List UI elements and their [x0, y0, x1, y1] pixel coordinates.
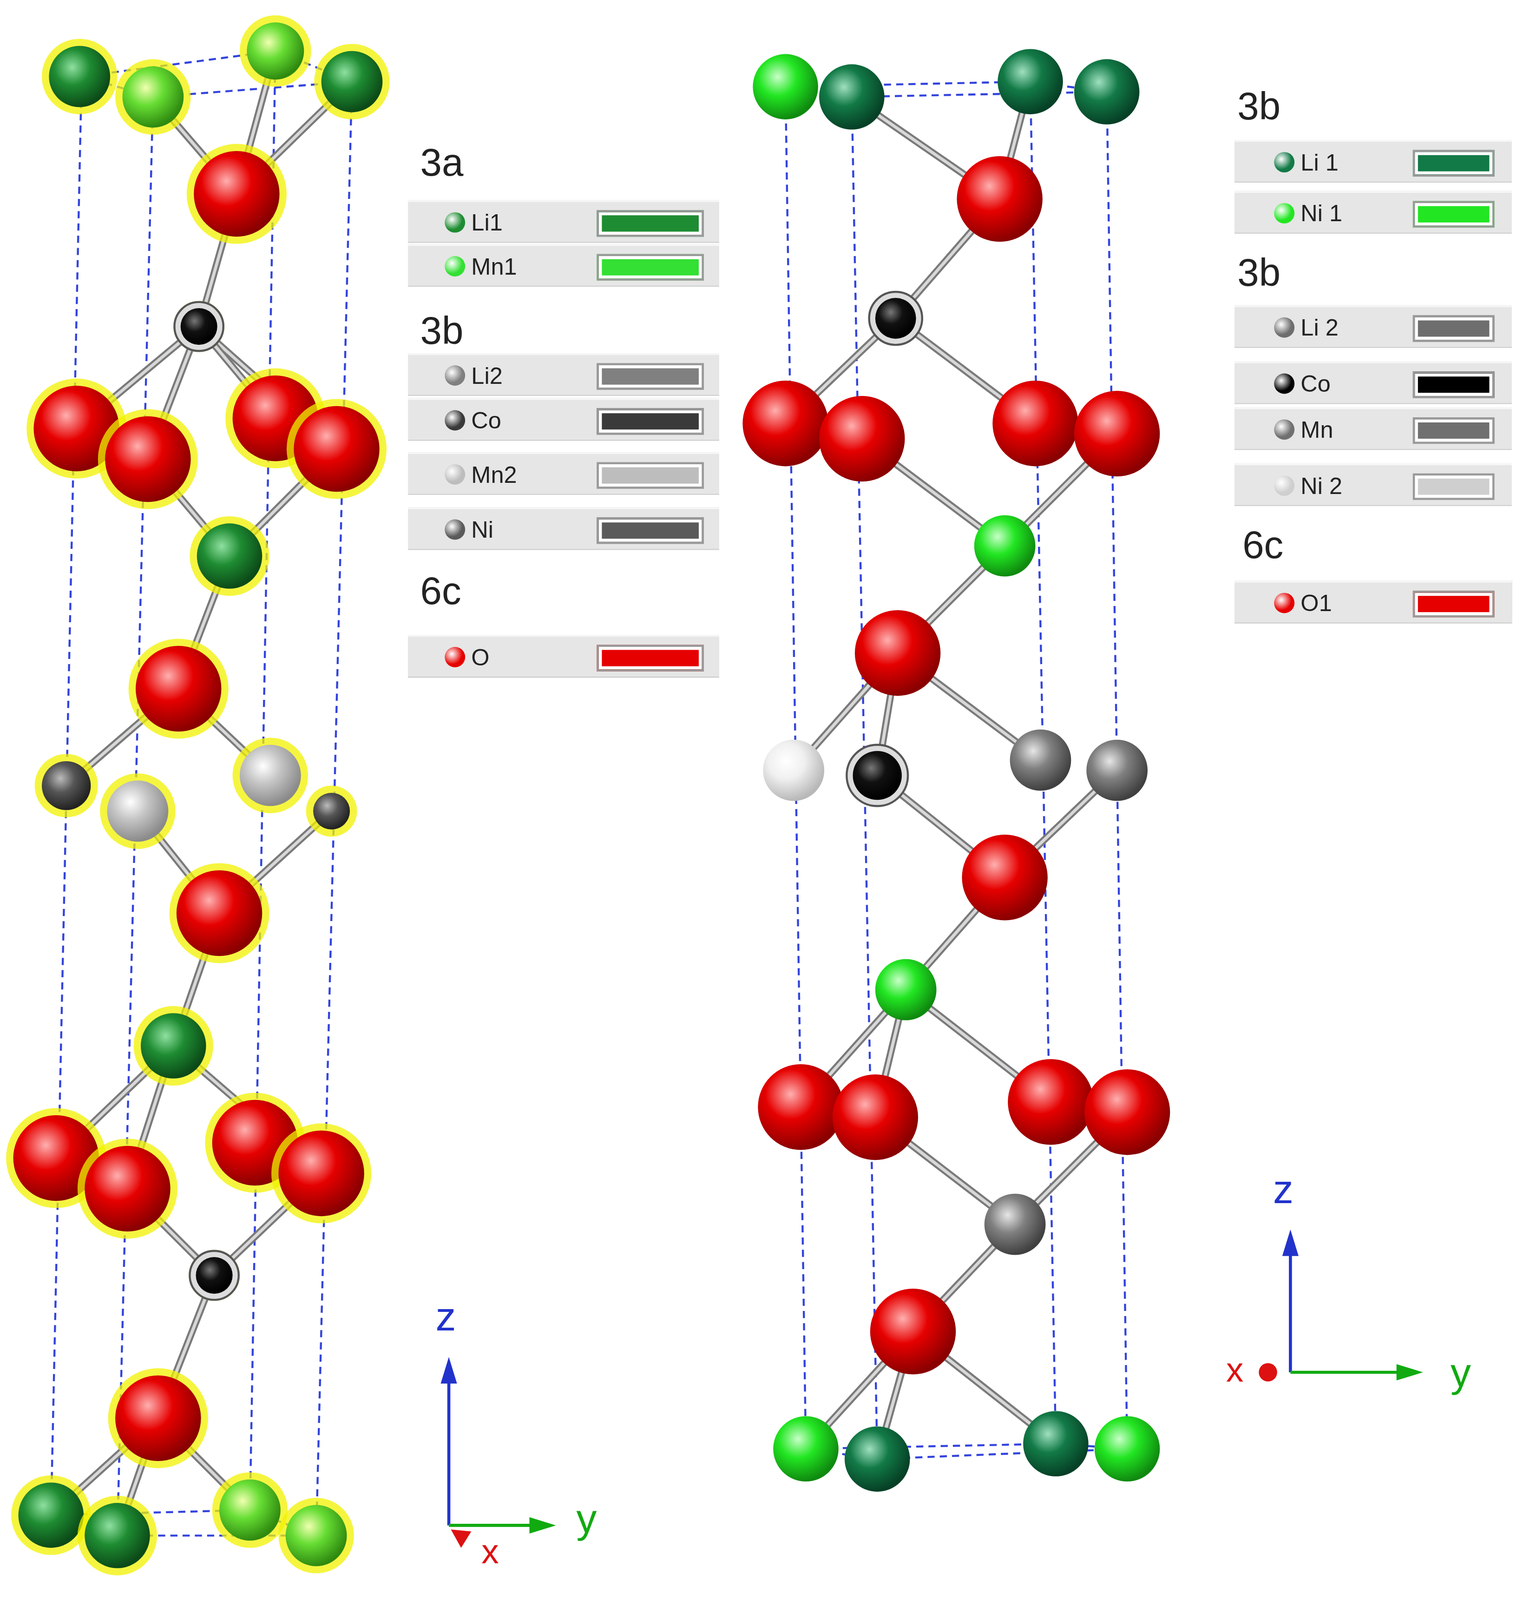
- axis-triad: [440, 1229, 1423, 1548]
- legend-dot: [1273, 373, 1295, 394]
- legend-row: Co: [407, 397, 720, 441]
- legend-dot: [1273, 203, 1295, 224]
- legend-text: Li1: [471, 210, 503, 235]
- legend-text: O: [471, 645, 490, 670]
- legend-swatch: [1412, 473, 1495, 500]
- legend-swatch: [596, 644, 704, 672]
- wyckoff-label: 3b: [420, 311, 464, 350]
- legend-swatch: [596, 462, 704, 489]
- legend-swatch: [1412, 315, 1495, 342]
- legend-dot: [1273, 419, 1295, 440]
- unit-cell: [51, 51, 1128, 1536]
- legend-text: Mn: [1300, 418, 1333, 442]
- legend-dot: [444, 365, 466, 386]
- legend-row: O1: [1234, 580, 1512, 624]
- legend-text: Ni 1: [1300, 202, 1343, 226]
- legend-swatch: [1412, 590, 1495, 618]
- legend-row: Mn: [1234, 407, 1512, 450]
- bond: [51, 51, 1128, 1536]
- legend-text: Mn1: [471, 255, 517, 279]
- legend-dot: [444, 646, 466, 668]
- legend-row: Mn1: [407, 243, 720, 287]
- legend-row: Li2: [407, 353, 720, 396]
- legend-text: Co: [1300, 372, 1331, 396]
- legend-dot: [1273, 317, 1295, 338]
- legend-dot: [444, 464, 466, 485]
- legend-row: O: [407, 634, 720, 678]
- legend-row: Li1: [407, 199, 720, 243]
- legend-text: Li2: [471, 364, 503, 388]
- wyckoff-label: 3a: [420, 142, 464, 182]
- legend-swatch: [596, 517, 704, 544]
- legend-text: Li 1: [1300, 150, 1339, 175]
- legend-swatch: [1412, 371, 1495, 398]
- legend-dot: [444, 212, 466, 233]
- legend-swatch: [1412, 417, 1495, 444]
- legend-row: Li 1: [1234, 139, 1512, 183]
- legend-text: O1: [1300, 591, 1332, 615]
- legend-swatch: [1412, 150, 1495, 177]
- legend-swatch: [1412, 201, 1495, 228]
- legend-dot: [1273, 592, 1295, 614]
- axis-label: z: [1273, 1168, 1294, 1209]
- axis-label: z: [435, 1295, 457, 1337]
- legend-row: Ni 2: [1234, 463, 1512, 506]
- legend-swatch: [596, 363, 704, 390]
- legend-swatch: [596, 407, 704, 435]
- legend-text: Li 2: [1300, 316, 1339, 340]
- legend-swatch: [596, 254, 704, 281]
- axis-label: x: [1226, 1351, 1244, 1387]
- legend-text: Ni 2: [1300, 474, 1343, 498]
- legend-dot: [444, 256, 466, 277]
- legend-row: Ni 1: [1234, 190, 1512, 234]
- legend-text: Mn2: [471, 463, 517, 487]
- legend-dot: [444, 519, 466, 540]
- legend-text: Ni: [471, 518, 494, 542]
- legend-dot: [1273, 151, 1295, 173]
- legend-row: Mn2: [407, 452, 720, 495]
- axis-label: y: [1450, 1351, 1471, 1393]
- axis-label: y: [576, 1497, 598, 1539]
- axis-label: x: [481, 1533, 499, 1569]
- wyckoff-label: 3b: [1237, 86, 1281, 126]
- legend-row: Ni: [407, 506, 720, 550]
- legend-swatch: [596, 210, 704, 237]
- legend-row: Co: [1234, 361, 1512, 404]
- wyckoff-label: 6c: [1242, 525, 1284, 565]
- legend-dot: [1273, 475, 1295, 496]
- legend-row: Li 2: [1234, 304, 1512, 348]
- wyckoff-label: 3b: [1237, 253, 1281, 292]
- legend-dot: [444, 410, 466, 431]
- wyckoff-label: 6c: [420, 571, 462, 611]
- legend-text: Co: [471, 408, 502, 433]
- atom: [6, 15, 1170, 1576]
